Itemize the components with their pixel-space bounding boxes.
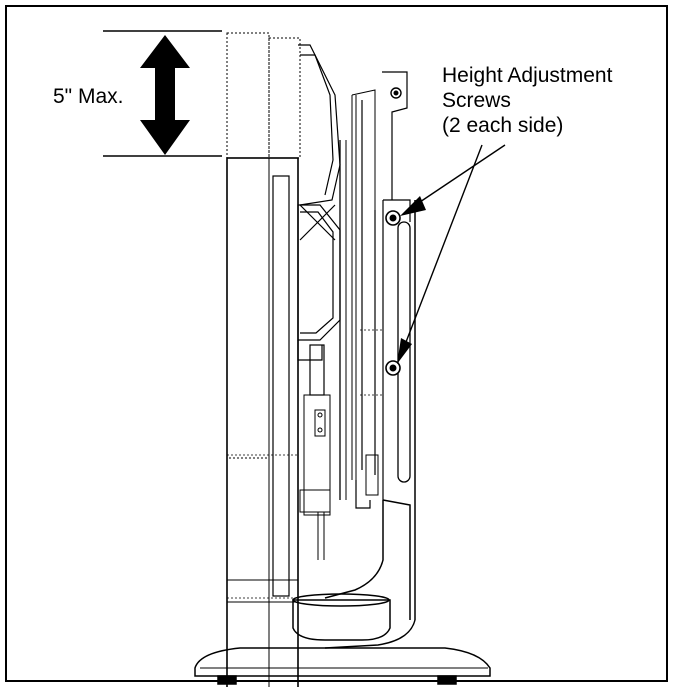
callout-line-1: Height Adjustment: [442, 64, 613, 87]
screws-callout: Height Adjustment Screws (2 each side): [397, 64, 613, 364]
leader-line-lower: [400, 144, 483, 356]
leader-arrow-upper-icon: [400, 196, 426, 216]
double-arrow-icon: [140, 35, 190, 155]
display-panel: [226, 157, 299, 687]
leader-arrow-lower-icon: [397, 338, 412, 364]
hinge-bracket: [297, 44, 341, 396]
upper-screw-icon: [390, 87, 402, 99]
base: [194, 500, 491, 685]
leader-line-upper: [407, 144, 506, 211]
callout-line-3: (2 each side): [442, 114, 563, 137]
height-adjustment-screws: [385, 210, 401, 376]
dimension-label: 5" Max.: [53, 85, 123, 108]
stand-bracket: [339, 71, 416, 620]
height-dimension: 5" Max.: [53, 30, 222, 157]
figure-border: [5, 5, 668, 682]
callout-line-2: Screws: [442, 89, 511, 112]
rear-connectors: [299, 394, 331, 560]
